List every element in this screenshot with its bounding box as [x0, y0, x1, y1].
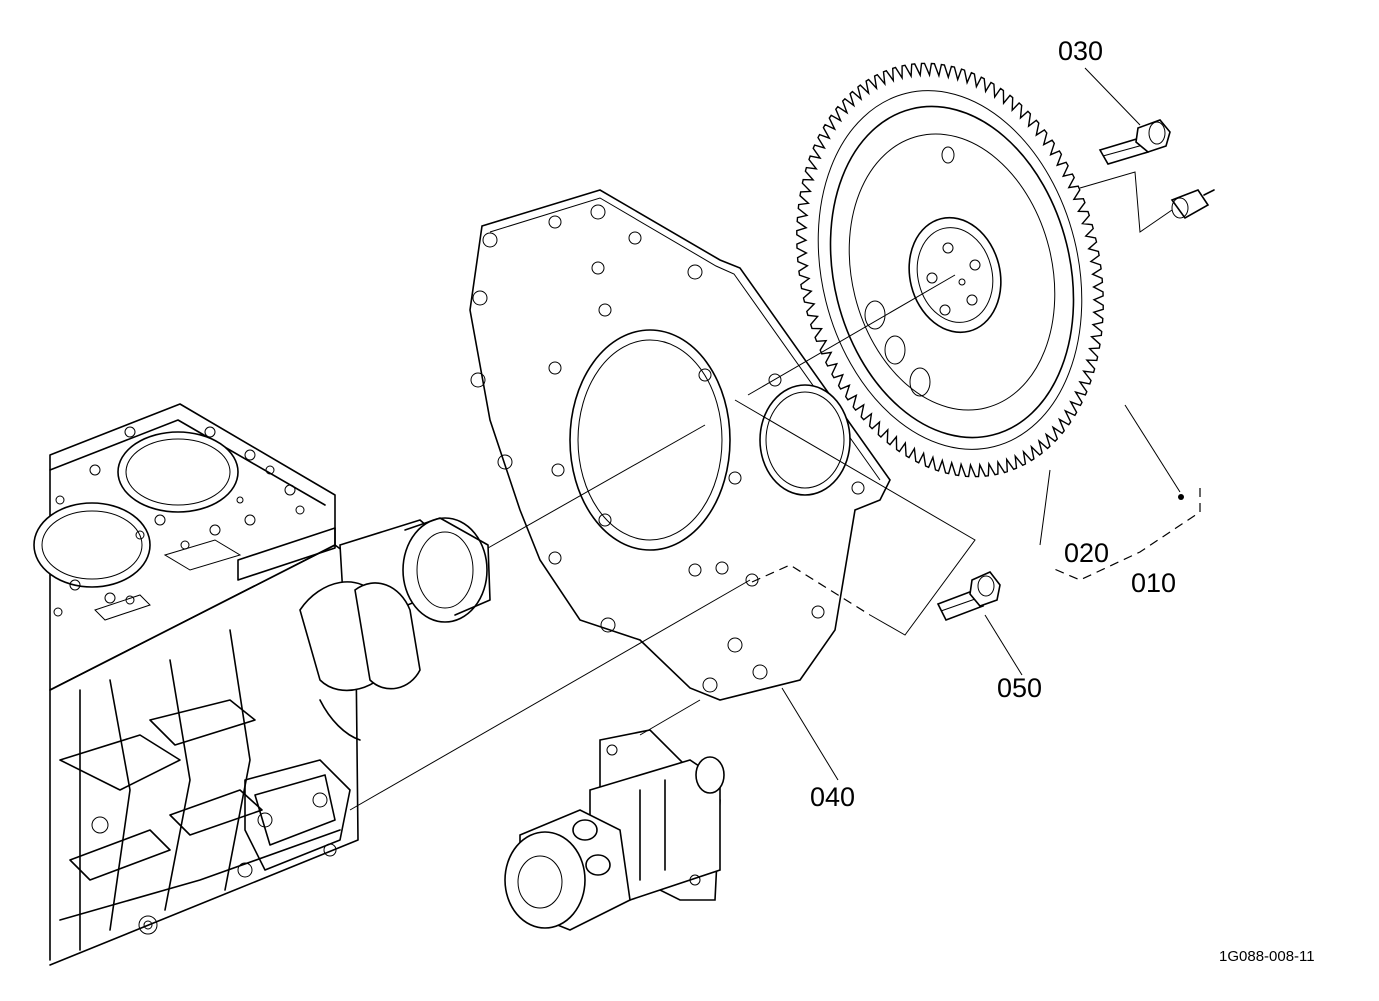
- dowel-pin: [1170, 189, 1215, 220]
- part-label-030: 030: [1058, 36, 1103, 66]
- alignment-lines: [349, 171, 1201, 811]
- engine-block: [33, 403, 491, 966]
- part-label-050: 050: [997, 673, 1042, 703]
- drawing-number: 1G088-008-11: [1219, 948, 1315, 965]
- part-label-040: 040: [810, 782, 855, 812]
- plate-bolt: [936, 571, 1001, 622]
- rear-end-plate: [469, 189, 891, 701]
- flywheel: [796, 62, 1104, 478]
- part-label-010: 010: [1131, 568, 1176, 598]
- callout-leaders: [781, 67, 1181, 781]
- part-label-020: 020: [1064, 538, 1109, 568]
- starter-motor: [504, 729, 725, 931]
- flywheel-bolt: [1098, 119, 1171, 165]
- assembly-dot: [1178, 494, 1184, 500]
